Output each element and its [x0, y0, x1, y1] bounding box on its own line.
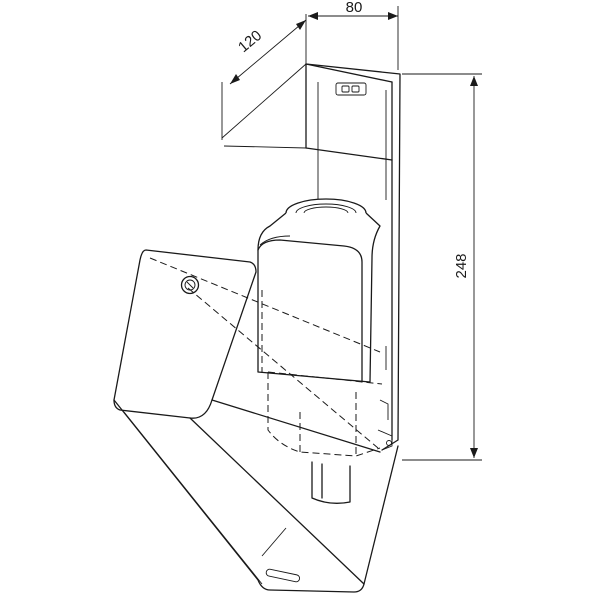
dimension-height: 248	[402, 73, 482, 461]
dimension-depth: 120	[221, 14, 307, 149]
dimension-height-label: 248	[453, 253, 470, 278]
dimension-width-label: 80	[346, 0, 363, 16]
lock-icon	[180, 275, 200, 295]
dimension-width: 80	[308, 0, 399, 70]
soap-reservoir	[257, 198, 381, 383]
front-cover	[113, 249, 399, 593]
wall-bracket	[305, 63, 401, 451]
dimension-depth-label: 120	[235, 27, 265, 56]
pump-assembly	[261, 290, 383, 504]
